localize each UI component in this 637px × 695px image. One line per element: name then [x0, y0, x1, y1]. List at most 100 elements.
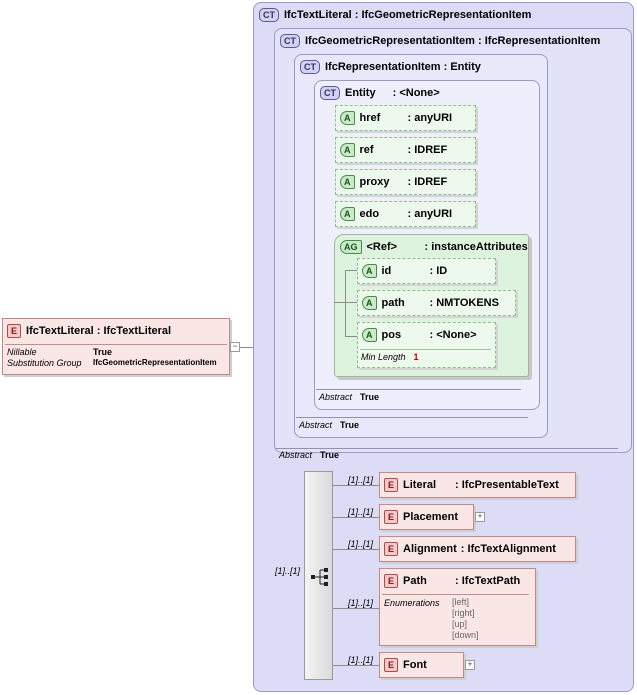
- connector-seq-placement: [333, 517, 379, 518]
- element-name: Font: [403, 658, 427, 671]
- attribute-badge: A: [340, 207, 355, 221]
- element-multiplicity: [1]..[1]: [348, 475, 374, 485]
- root-element-name: IfcTextLiteral: [26, 324, 94, 337]
- element-path[interactable]: E Path : IfcTextPath Enumerations [left] […: [379, 568, 536, 646]
- attribute-type: : NMTOKENS: [429, 296, 499, 309]
- connector-seq-font: [333, 665, 379, 666]
- prop-subst-value: IfcGeometricRepresentationItem: [93, 358, 217, 367]
- sequence-icon: [311, 568, 328, 586]
- connector-root: [238, 347, 264, 348]
- abstract-label: Abstract: [319, 392, 353, 402]
- connector-seq-literal: [333, 485, 379, 486]
- sequence-compositor[interactable]: [304, 471, 333, 680]
- element-name: Literal: [403, 478, 437, 491]
- element-name: Alignment: [403, 542, 457, 555]
- min-length-label: Min Length: [361, 352, 406, 362]
- attribute-group-name: <Ref>: [366, 240, 398, 253]
- attribute-name: edo: [359, 207, 380, 220]
- attribute-type: : <None>: [429, 328, 477, 341]
- attribute-type: : ID: [429, 264, 448, 277]
- attribute-badge: A: [340, 111, 355, 125]
- attribute-group-type: : instanceAttributes: [424, 240, 528, 253]
- enumerations-label: Enumerations: [384, 598, 440, 608]
- abstract-value: True: [320, 450, 340, 460]
- element-multiplicity: [1]..[1]: [348, 507, 374, 517]
- connector-ag-trunk: [345, 270, 346, 336]
- attribute-type: : IDREF: [407, 175, 448, 188]
- ct-type: : Entity: [443, 60, 481, 73]
- attribute-badge: A: [340, 175, 355, 189]
- attribute-badge: A: [362, 296, 377, 310]
- attribute-name: proxy: [359, 175, 390, 188]
- element-type: : IfcTextPath: [455, 574, 521, 587]
- sequence-multiplicity: [1]..[1]: [275, 566, 301, 576]
- ct-type: : IfcRepresentationItem: [478, 34, 601, 47]
- ct-badge: CT: [280, 34, 300, 48]
- attribute-badge: A: [362, 328, 377, 342]
- element-multiplicity: [1]..[1]: [348, 655, 374, 665]
- element-badge: E: [384, 658, 399, 672]
- expand-toggle[interactable]: +: [475, 512, 485, 522]
- connector-ag-path: [345, 302, 357, 303]
- connector-ag-id: [345, 270, 357, 271]
- ct-badge: CT: [320, 86, 340, 100]
- root-element-type: : IfcTextLiteral: [96, 324, 172, 337]
- element-badge: E: [384, 510, 399, 524]
- prop-nillable-value: True: [93, 347, 113, 357]
- element-type: : IfcPresentableText: [455, 478, 559, 491]
- attribute-name: pos: [381, 328, 402, 341]
- attribute-name: href: [359, 111, 381, 124]
- connector-ag-pos: [345, 336, 357, 337]
- enum-value: [right]: [452, 608, 475, 618]
- ct-type: : <None>: [392, 86, 440, 99]
- abstract-value: True: [360, 392, 380, 402]
- element-literal[interactable]: E Literal : IfcPresentableText: [379, 472, 576, 498]
- abstract-label: Abstract: [279, 450, 313, 460]
- element-multiplicity: [1]..[1]: [348, 598, 374, 608]
- element-name: Placement: [403, 510, 459, 523]
- element-multiplicity: [1]..[1]: [348, 539, 374, 549]
- prop-subst-key: Substitution Group: [7, 358, 82, 368]
- attribute-badge: A: [362, 264, 377, 278]
- collapse-toggle[interactable]: −: [230, 342, 240, 352]
- ct-name: Entity: [345, 86, 376, 99]
- element-badge: E: [384, 574, 399, 588]
- element-type: : IfcTextAlignment: [460, 542, 556, 555]
- attribute-name: path: [381, 296, 405, 309]
- ct-type: : IfcGeometricRepresentationItem: [354, 8, 532, 21]
- ct-badge: CT: [259, 8, 279, 22]
- attribute-group-badge: AG: [340, 240, 362, 254]
- element-font[interactable]: E Font: [379, 652, 464, 678]
- abstract-value: True: [340, 420, 360, 430]
- attribute-badge: A: [340, 143, 355, 157]
- enum-value: [down]: [452, 630, 479, 640]
- min-length-value: 1: [413, 352, 419, 362]
- connector-seq-path: [333, 608, 379, 609]
- element-alignment[interactable]: E Alignment: IfcTextAlignment: [379, 536, 576, 562]
- enum-value: [up]: [452, 619, 468, 629]
- connector-seq-alignment: [333, 549, 379, 550]
- attribute-type: : anyURI: [407, 207, 453, 220]
- attribute-name: id: [381, 264, 392, 277]
- element-badge: E: [384, 542, 399, 556]
- expand-toggle[interactable]: +: [465, 660, 475, 670]
- ct-name: IfcRepresentationItem: [325, 60, 441, 73]
- prop-nillable-key: Nillable: [7, 347, 37, 357]
- connector-ag-in: [334, 302, 345, 303]
- element-badge: E: [384, 478, 399, 492]
- ct-name: IfcTextLiteral: [284, 8, 352, 21]
- element-placement[interactable]: E Placement: [379, 504, 474, 530]
- attribute-type: : IDREF: [407, 143, 448, 156]
- abstract-label: Abstract: [299, 420, 333, 430]
- element-name: Path: [403, 574, 427, 587]
- enum-value: [left]: [452, 597, 470, 607]
- attribute-name: ref: [359, 143, 374, 156]
